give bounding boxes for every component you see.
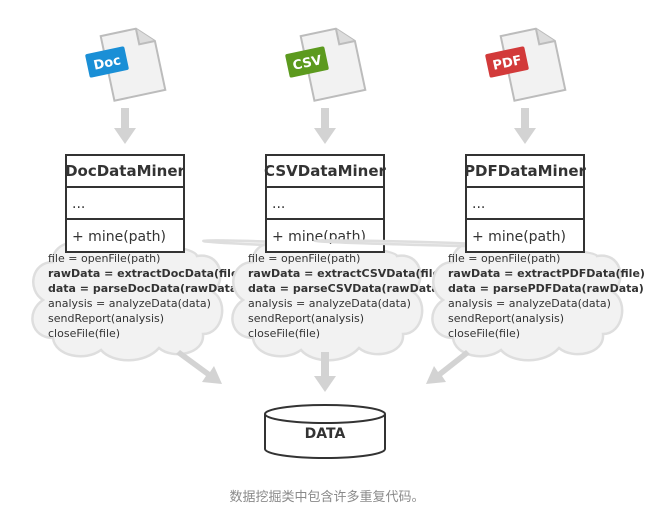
file-type-badge [285, 46, 329, 78]
miner-column-pdf: PDF PDFDataMiner... + mine(path) file = ope… [313, 27, 645, 362]
arrow-down-icon [514, 108, 536, 144]
file-type-label: PDF [491, 53, 523, 74]
miner-column-csv: CSV CSVDataMiner...+ mine(path)file = ope… [202, 27, 445, 362]
code-line: analysis = analyzeData(data) [448, 297, 611, 310]
database: DATA [264, 404, 386, 459]
arrow-center-to-data-icon [314, 352, 336, 392]
database-label: DATA [305, 426, 346, 442]
code-line: analysis = analyzeData(data) [248, 297, 411, 310]
arrow-right-to-data-icon [426, 350, 470, 384]
class-name: PDFDataMiner [464, 162, 586, 180]
class-box: DocDataMiner... + mine(path) [65, 154, 186, 253]
class-field: ... [72, 196, 85, 212]
arrow-down-icon [114, 108, 136, 144]
file-type-badge [485, 46, 529, 78]
arrow-left-to-data-icon [176, 350, 222, 384]
figure-caption: 数据挖掘类中包含许多重复代码。 [229, 490, 425, 505]
code-line: sendReport(analysis) [448, 312, 564, 325]
code-line: rawData = extractDocData(file) [48, 267, 243, 280]
arrows-to-database [176, 350, 470, 392]
code-line: closeFile(file) [48, 327, 120, 340]
file-csv-icon: CSV [285, 27, 367, 102]
code-line: rawData = extractPDFData(file) [448, 267, 645, 280]
file-type-label: CSV [291, 53, 323, 74]
class-field: ... [472, 196, 485, 212]
class-box: CSVDataMiner...+ mine(path) [264, 154, 387, 253]
class-box: PDFDataMiner... + mine(path) [464, 154, 587, 253]
code-line: rawData = extractCSVData(file) [248, 267, 445, 280]
code-line: sendReport(analysis) [248, 312, 364, 325]
file-pdf-icon: PDF [485, 27, 567, 102]
class-name: CSVDataMiner [264, 162, 386, 180]
code-line: data = parsePDFData(rawData) [448, 282, 644, 295]
arrow-down-icon [314, 108, 336, 144]
code-line: data = parseDocData(rawData) [48, 282, 242, 295]
code-line: sendReport(analysis) [48, 312, 164, 325]
class-name: DocDataMiner [65, 162, 185, 180]
file-type-badge [85, 46, 129, 78]
file-doc-icon: Doc [85, 27, 167, 102]
code-line: file = openFile(path) [448, 252, 560, 265]
class-method: + mine(path) [472, 229, 566, 245]
code-line: analysis = analyzeData(data) [48, 297, 211, 310]
code-line: closeFile(file) [448, 327, 520, 340]
code-line: closeFile(file) [248, 327, 320, 340]
code-line: file = openFile(path) [248, 252, 360, 265]
class-method: + mine(path) [72, 229, 166, 245]
code-line: data = parseCSVData(rawData) [248, 282, 444, 295]
class-field: ... [272, 196, 285, 212]
file-type-label: Doc [92, 53, 122, 73]
code-line: file = openFile(path) [48, 252, 160, 265]
